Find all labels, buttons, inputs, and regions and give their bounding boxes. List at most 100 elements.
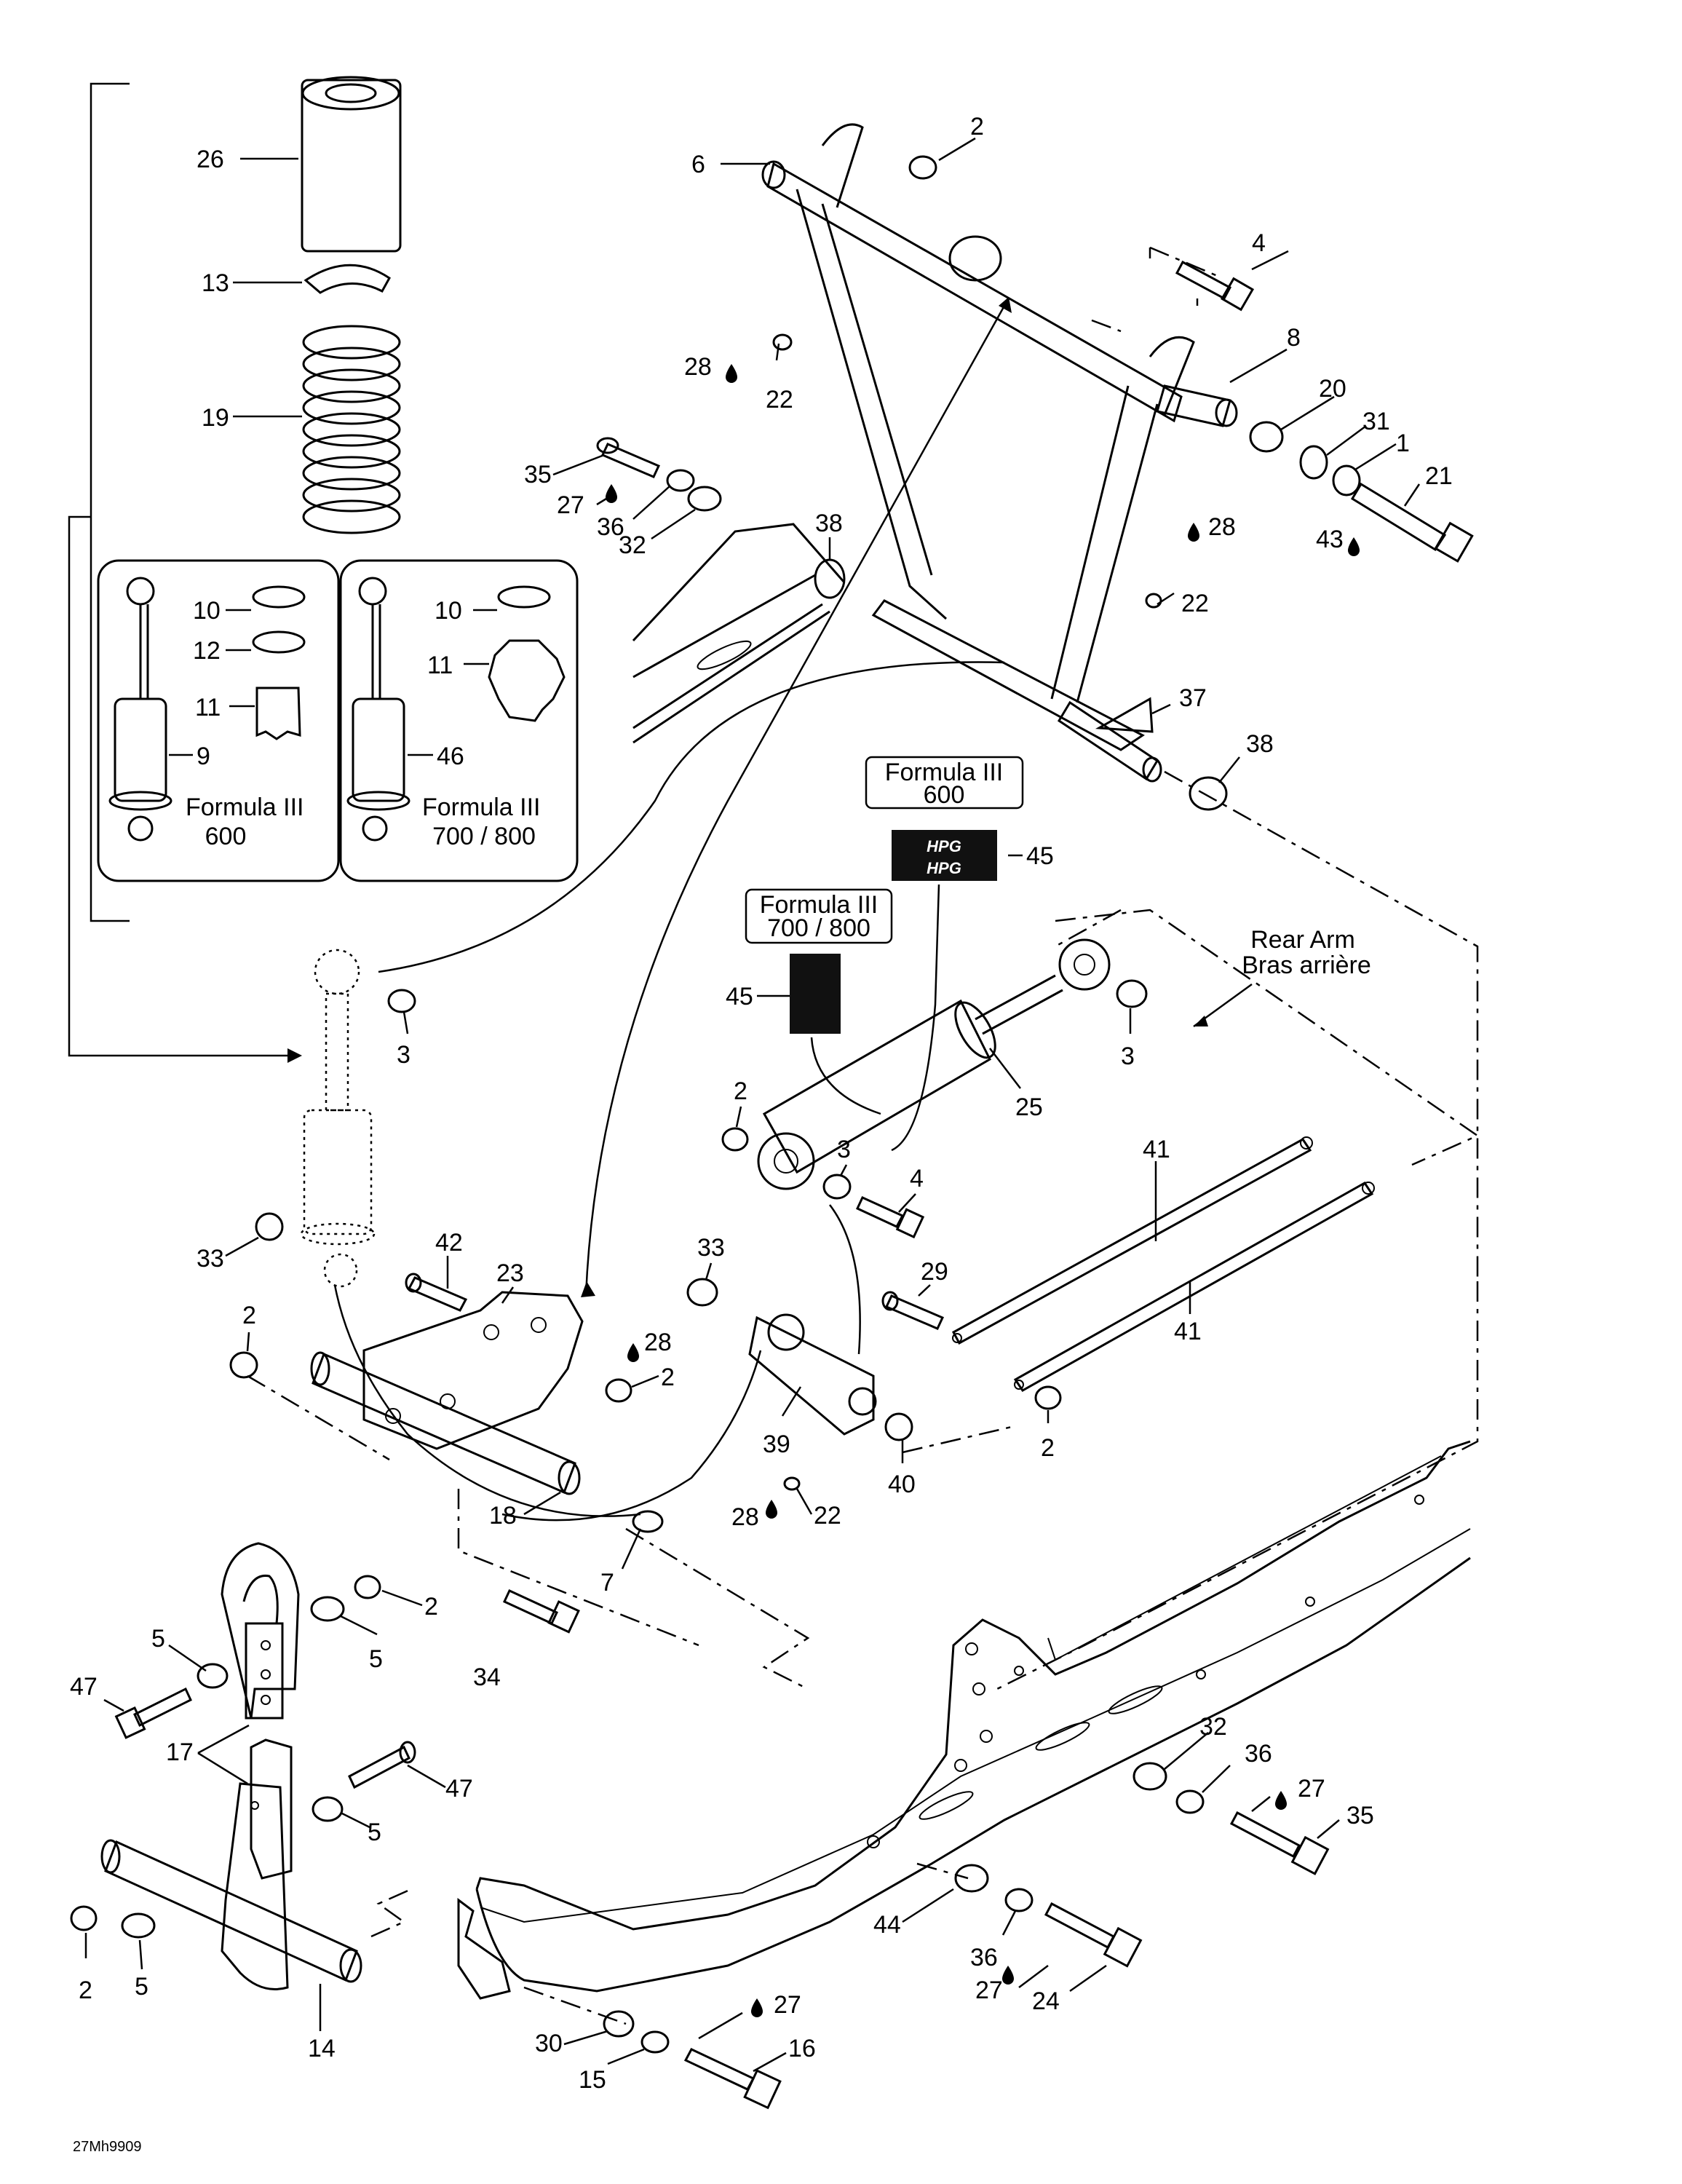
rocker-39: [748, 1313, 877, 1436]
bushing-33-left: [255, 1212, 284, 1241]
label-16: 16: [788, 2035, 816, 2062]
axle-14: [100, 1839, 362, 1983]
label-3-upper: 3: [1121, 1042, 1135, 1070]
rear-arm-label: Rear Arm Bras arrière: [1193, 926, 1371, 1028]
pivot-arm-23: [362, 1291, 584, 1450]
part-labels: 26 13 19 10 12 11 9 10 11 46 3 33 2 6 2 …: [70, 113, 1453, 2094]
label-27-bottom: 27: [774, 1991, 801, 2019]
rear-arm-en: Rear Arm: [1250, 926, 1355, 954]
bracket-17: [221, 1542, 300, 1990]
shaft-37: [1057, 700, 1162, 783]
label-11-right: 11: [427, 652, 453, 679]
label-29: 29: [921, 1258, 948, 1286]
bolt-47-left: [114, 1687, 192, 1739]
label-5-top: 5: [369, 1645, 383, 1673]
label-41-lower: 41: [1174, 1318, 1202, 1345]
spring-19: [302, 325, 401, 534]
label-27-top: 27: [557, 491, 584, 519]
label-12: 12: [193, 637, 221, 665]
nut-2-axle: [70, 1905, 98, 1931]
rear-arm-fr: Bras arrière: [1242, 951, 1371, 979]
label-32-top: 32: [619, 531, 646, 559]
bolt-35-top: [596, 437, 661, 478]
label-6: 6: [691, 151, 705, 178]
variant-box-700-800: Formula III 700 / 800: [339, 559, 579, 882]
label-14: 14: [308, 2035, 336, 2062]
lube-drop-28a: [726, 364, 737, 383]
washer-5-top: [310, 1596, 345, 1622]
label-35-top: 35: [524, 461, 552, 488]
label-43: 43: [1316, 526, 1344, 553]
variant-box-600: Formula III 600: [97, 559, 340, 882]
label-21: 21: [1425, 462, 1453, 490]
label-4-top: 4: [1252, 229, 1266, 257]
grease-fitting-22-top: [772, 333, 793, 351]
label-37: 37: [1179, 684, 1207, 712]
washer-7: [632, 1510, 664, 1533]
svg-text:HPG: HPG: [927, 859, 961, 877]
washer-32-top: [687, 486, 722, 512]
bolt-4-shock: [856, 1196, 925, 1239]
label-2-top: 2: [970, 113, 984, 141]
variant-left-size: 600: [205, 823, 247, 850]
decal-top-size: 600: [924, 781, 965, 809]
shaft-18: [310, 1351, 581, 1495]
label-30: 30: [535, 2030, 563, 2057]
bolt-16: [683, 2048, 782, 2110]
washer-10-right: [497, 585, 551, 609]
label-46: 46: [437, 743, 464, 770]
washer-32-bottom: [1132, 1762, 1167, 1791]
bolt-29: [881, 1291, 945, 1330]
washer-1: [1332, 464, 1361, 496]
label-17: 17: [166, 1738, 194, 1766]
decal-box-700-800: Formula III 700 / 800: [745, 888, 893, 944]
label-15: 15: [579, 2066, 606, 2094]
link-41-lower: [1013, 1182, 1375, 1392]
shock-phantom: [300, 949, 376, 1288]
label-45-top: 45: [1026, 842, 1054, 870]
label-2-bracket: 2: [424, 1593, 438, 1621]
washer-30: [603, 2010, 635, 2038]
label-27-rail: 27: [1298, 1775, 1325, 1803]
washer-36-lower: [1004, 1888, 1034, 1912]
washer-15: [640, 2030, 670, 2054]
left-rail: [457, 1440, 1471, 2000]
decal-45-hpg: HPG HPG: [892, 830, 997, 881]
label-9: 9: [197, 743, 210, 770]
label-5-bottom: 5: [135, 1973, 148, 2001]
label-13: 13: [202, 269, 229, 297]
label-45-bottom: 45: [726, 983, 753, 1010]
bushing-33-right: [686, 1278, 718, 1307]
nut-2-link: [1034, 1385, 1062, 1410]
label-2-link: 2: [1041, 1434, 1055, 1462]
bolt-4-top: [1175, 260, 1255, 312]
grease-fitting-22-right: [1145, 593, 1162, 609]
label-47-right: 47: [445, 1775, 473, 1803]
spring-clip-13: [304, 264, 391, 294]
label-18: 18: [489, 1502, 517, 1530]
label-28-right: 28: [1208, 513, 1236, 541]
label-33-left: 33: [197, 1245, 224, 1273]
label-39: 39: [763, 1431, 790, 1458]
decal-bottom-model: Formula III: [760, 891, 878, 919]
label-28-pivot: 28: [644, 1329, 672, 1356]
washer-44: [954, 1864, 989, 1893]
label-10-right: 10: [435, 597, 462, 625]
label-31: 31: [1362, 408, 1390, 435]
label-22-lower: 22: [814, 1502, 841, 1530]
washer-5-mid: [312, 1796, 344, 1822]
lube-drop-27c: [1002, 1966, 1014, 1985]
label-44: 44: [873, 1911, 901, 1939]
label-28-lower: 28: [731, 1503, 759, 1531]
bolt-47-right: [348, 1741, 416, 1789]
label-2-shock: 2: [734, 1077, 747, 1105]
grease-fitting-22-lower: [783, 1476, 801, 1491]
label-26: 26: [197, 146, 224, 173]
label-7: 7: [600, 1569, 614, 1597]
label-38-top: 38: [815, 510, 843, 537]
washer-36-bottom: [1175, 1789, 1205, 1814]
washer-10-left: [252, 585, 306, 609]
bolt-42: [405, 1273, 468, 1312]
ring-12: [252, 630, 306, 654]
